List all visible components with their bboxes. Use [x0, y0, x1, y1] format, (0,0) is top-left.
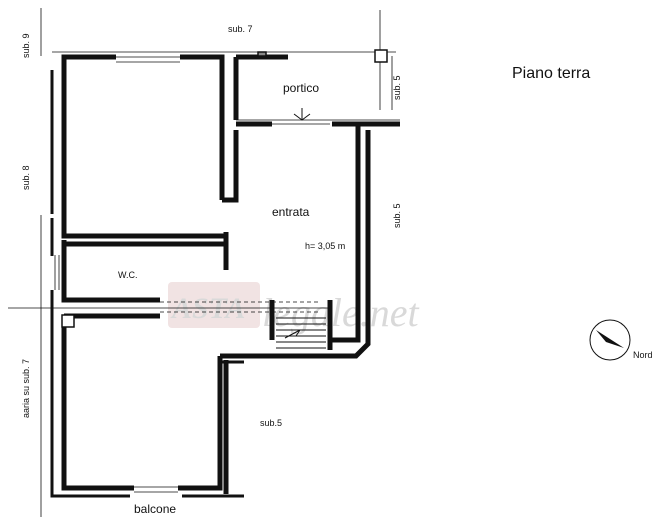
- column-square: [257, 51, 267, 57]
- label-sub5-portico: sub. 5: [392, 75, 402, 100]
- wall-bedroom-right: [180, 54, 225, 200]
- label-sub8: sub. 8: [21, 165, 31, 190]
- columns: [61, 49, 388, 328]
- walls: [61, 54, 400, 494]
- watermark-logo: [168, 282, 260, 328]
- wall-left-upper: [61, 70, 226, 239]
- wall-lower-right: [178, 356, 223, 491]
- label-sub5-right: sub. 5: [392, 203, 402, 228]
- wall-top-left: [61, 54, 116, 70]
- wall-entrance-left: [222, 130, 239, 203]
- wall-wc-left: [61, 240, 160, 303]
- watermark-brand-left: ASTA: [170, 292, 245, 325]
- plan-title: Piano terra: [512, 65, 590, 82]
- north-arrow-icon: [589, 319, 631, 361]
- guide-lines: [8, 8, 400, 517]
- label-entrata: entrata: [272, 205, 310, 219]
- wall-right-inner: [330, 124, 361, 343]
- label-sub7-top: sub. 7: [228, 24, 253, 34]
- stairs: [276, 317, 326, 349]
- portico-arrow-icon: [293, 108, 311, 121]
- wall-lower-left: [61, 316, 134, 491]
- label-nord: Nord: [633, 350, 653, 360]
- label-balcone: balcone: [134, 502, 176, 516]
- outer-lines: [50, 70, 244, 498]
- watermark-brand-right: legale.net: [262, 290, 419, 335]
- label-sub9: sub. 9: [21, 33, 31, 58]
- watermark: ASTA legale.net: [168, 282, 419, 335]
- label-wc: W.C.: [118, 270, 138, 280]
- column-square: [61, 314, 75, 328]
- column-square: [374, 49, 388, 63]
- outer-left-lower: [50, 290, 130, 498]
- arrow-icon: [284, 329, 301, 339]
- label-sub5-bottom: sub.5: [260, 418, 282, 428]
- label-aria-sub7: aaria su sub. 7: [21, 359, 31, 418]
- wall-right-outer: [220, 130, 371, 359]
- label-portico: portico: [283, 81, 319, 95]
- north-arrow-pointer: [596, 330, 624, 348]
- label-height: h= 3,05 m: [305, 241, 345, 251]
- compass: Nord: [589, 319, 653, 361]
